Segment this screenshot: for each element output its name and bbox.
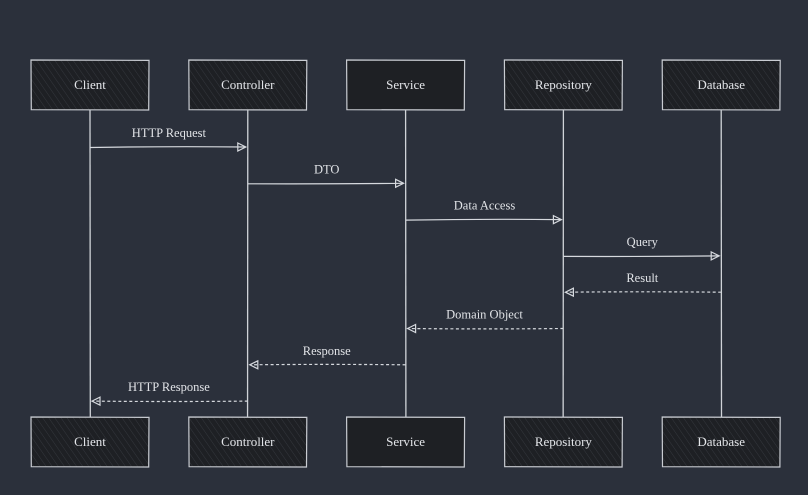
message-7: HTTP Response [90, 380, 248, 407]
message-6-label: Response [303, 344, 351, 358]
message-1-arrowhead [395, 178, 405, 189]
participant-service-top-box [345, 59, 466, 111]
message-2-line [405, 218, 562, 221]
participant-database-bottom: Database [661, 416, 781, 468]
participant-repository-top-box [503, 59, 624, 111]
message-2: Data Access [405, 199, 563, 225]
participant-service-bottom-box [345, 416, 466, 468]
message-7-arrowhead [90, 396, 101, 407]
message-5-arrowhead [406, 323, 417, 334]
lifelines [89, 109, 723, 418]
participant-client-top: Client [30, 59, 150, 111]
message-0-line [89, 146, 246, 149]
participant-repository-top-label: Repository [535, 77, 593, 92]
message-3: Query [563, 235, 721, 261]
participant-controller-top-box [188, 59, 308, 111]
participant-service-top: Service [345, 59, 466, 111]
message-1: DTO [247, 162, 405, 189]
participant-client-bottom: Client [30, 416, 150, 468]
participant-database-top-label: Database [697, 77, 745, 92]
message-4-arrowhead [564, 287, 574, 298]
participant-database-bottom-label: Database [697, 434, 745, 449]
message-0: HTTP Request [89, 126, 248, 152]
participant-database-top: Database [661, 59, 781, 111]
message-5-label: Domain Object [446, 308, 523, 322]
participant-controller-top-label: Controller [221, 77, 275, 92]
message-7-label: HTTP Response [128, 380, 210, 394]
participant-controller-top: Controller [188, 59, 308, 111]
participant-database-bottom-box [661, 416, 781, 468]
participant-service-bottom: Service [345, 416, 466, 468]
participant-controller-bottom: Controller [188, 416, 308, 468]
participant-repository-bottom-box [503, 416, 624, 468]
participant-database-top-box [661, 59, 781, 111]
participant-repository-bottom-label: Repository [535, 434, 593, 449]
participant-service-bottom-label: Service [386, 434, 425, 449]
message-4-label: Result [626, 271, 658, 285]
participant-client-bottom-box [30, 416, 150, 468]
message-5: Domain Object [406, 308, 564, 334]
message-6-arrowhead [248, 359, 259, 370]
participant-repository-top: Repository [503, 59, 624, 111]
message-3-line [563, 255, 720, 258]
message-2-arrowhead [552, 214, 563, 225]
message-0-label: HTTP Request [132, 126, 207, 140]
message-0-arrowhead [237, 142, 248, 152]
participant-controller-bottom-box [188, 416, 308, 468]
participant-repository-bottom: Repository [503, 416, 624, 468]
message-1-line [247, 182, 404, 185]
participant-controller-bottom-label: Controller [221, 434, 275, 449]
message-3-label: Query [627, 235, 659, 249]
message-4: Result [564, 271, 722, 298]
message-2-label: Data Access [454, 199, 516, 213]
participant-client-top-box [30, 59, 150, 111]
participant-client-bottom-label: Client [74, 434, 106, 449]
participant-service-top-label: Service [386, 77, 425, 92]
message-6: Response [248, 344, 406, 370]
participant-client-top-label: Client [74, 77, 106, 92]
message-1-label: DTO [314, 162, 339, 176]
message-3-arrowhead [710, 250, 721, 261]
